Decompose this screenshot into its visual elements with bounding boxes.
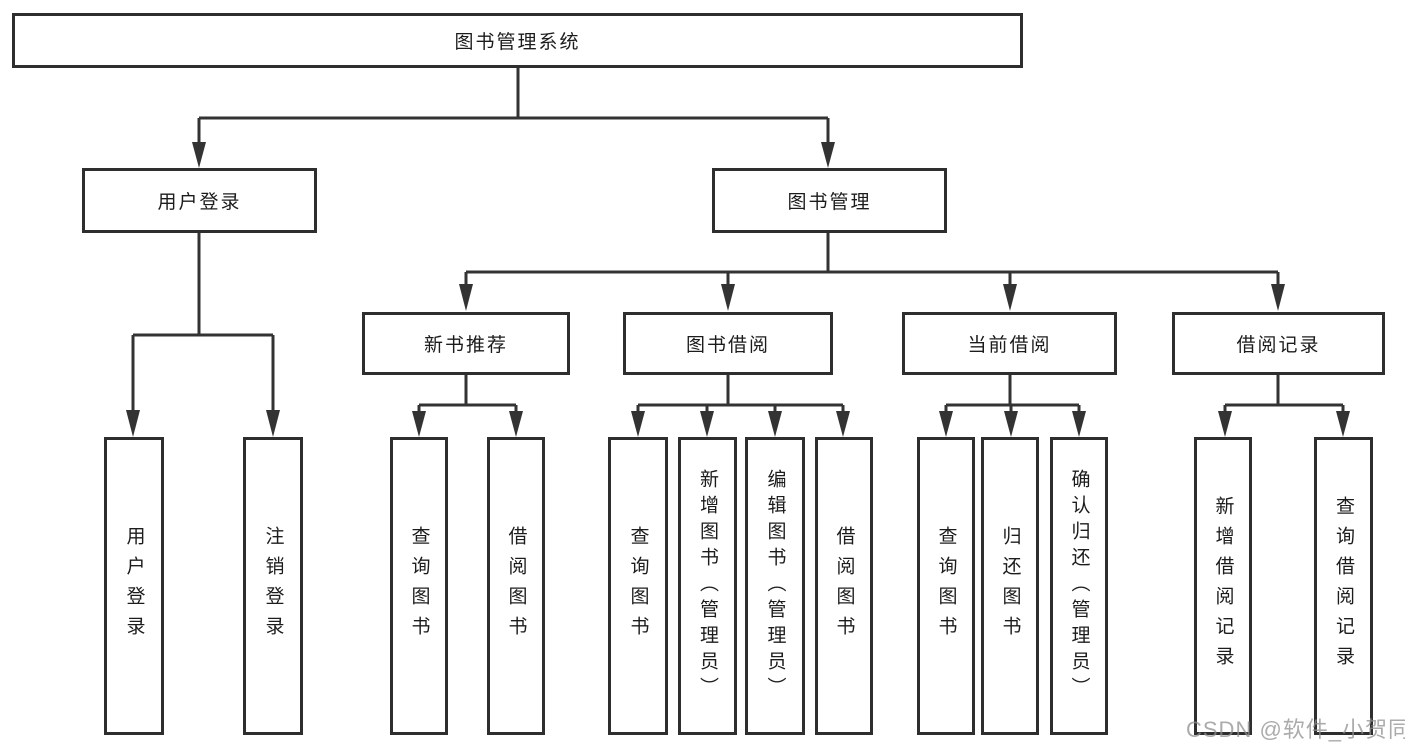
leaf-logout-login: 注销登录	[243, 437, 303, 735]
connector-records-to-leaves	[1218, 375, 1350, 437]
leaf-query-books-recommend: 查询图书	[390, 437, 448, 735]
node-book-borrowing: 图书借阅	[623, 312, 833, 375]
node-borrowing-records: 借阅记录	[1172, 312, 1385, 375]
leaf-borrow-books-recommend: 借阅图书	[487, 437, 545, 735]
node-user-login-branch: 用户登录	[82, 168, 317, 233]
connector-borrow-to-leaves	[631, 375, 850, 437]
node-library-system: 图书管理系统	[12, 13, 1023, 68]
csdn-watermark: CSDN @软件_小贺同学	[1186, 717, 1405, 742]
leaf-add-book-admin: 新增图书（管理员）	[678, 437, 737, 735]
leaf-user-login: 用户登录	[104, 437, 164, 735]
leaf-borrow-books-borrowing: 借阅图书	[815, 437, 873, 735]
connector-root-to-level2	[192, 68, 835, 168]
connector-current-to-leaves	[939, 375, 1086, 437]
node-current-borrowing: 当前借阅	[902, 312, 1117, 375]
leaf-query-borrow-record: 查询借阅记录	[1314, 437, 1373, 735]
node-new-book-recommendation: 新书推荐	[362, 312, 570, 375]
leaf-edit-book-admin: 编辑图书（管理员）	[745, 437, 805, 735]
connector-login-to-leaves	[126, 233, 280, 437]
leaf-confirm-return-admin: 确认归还（管理员）	[1050, 437, 1108, 735]
leaf-return-books: 归还图书	[981, 437, 1039, 735]
leaf-query-books-borrowing: 查询图书	[608, 437, 668, 735]
leaf-add-borrow-record: 新增借阅记录	[1194, 437, 1252, 735]
connector-recommend-to-leaves	[412, 375, 523, 437]
node-book-management-branch: 图书管理	[712, 168, 947, 233]
connector-mgmt-to-level3	[459, 233, 1285, 311]
leaf-query-books-current: 查询图书	[917, 437, 975, 735]
